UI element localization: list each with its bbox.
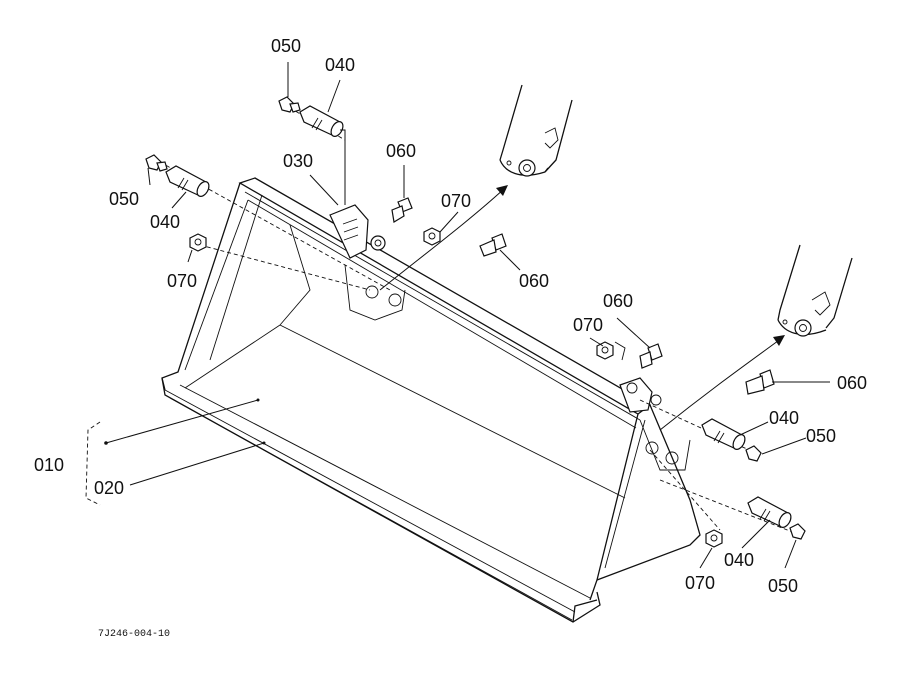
nut-070-right xyxy=(596,341,626,361)
label-070-mid: 070 xyxy=(441,191,471,211)
label-040-top: 040 xyxy=(325,55,355,75)
label-040-left: 040 xyxy=(150,212,180,232)
grease-fitting-050-right xyxy=(745,445,762,462)
nut-070-bottom xyxy=(705,529,723,548)
bolt-060-right xyxy=(639,343,663,369)
pin-040-left xyxy=(165,165,210,197)
label-010: 010 xyxy=(34,455,64,475)
label-070-right: 070 xyxy=(573,315,603,335)
bolt-060-far xyxy=(745,369,775,395)
grease-fitting-050-left xyxy=(145,154,168,172)
bucket xyxy=(161,177,701,623)
leader-lines xyxy=(85,62,830,569)
assembly-arrows xyxy=(379,185,785,431)
bolt-060-mid xyxy=(479,233,507,257)
label-050-left: 050 xyxy=(109,189,139,209)
label-070-left: 070 xyxy=(167,271,197,291)
right-loader-arm xyxy=(777,244,853,337)
label-070-bottom: 070 xyxy=(685,573,715,593)
pin-axis-lines xyxy=(159,107,801,536)
part-labels: 050 040 030 060 050 040 070 070 060 060 … xyxy=(34,36,867,640)
label-030: 030 xyxy=(283,151,313,171)
nut-070-mid xyxy=(423,227,441,246)
label-020: 020 xyxy=(94,478,124,498)
label-060-top: 060 xyxy=(386,141,416,161)
bolt-060-top xyxy=(391,197,413,223)
pin-040-right xyxy=(701,418,746,450)
label-050-top: 050 xyxy=(271,36,301,56)
label-040-right: 040 xyxy=(769,408,799,428)
grease-fitting-050-top xyxy=(278,96,301,113)
label-060-right: 060 xyxy=(603,291,633,311)
label-060-mid: 060 xyxy=(519,271,549,291)
label-050-bottom: 050 xyxy=(768,576,798,596)
label-040-bottom: 040 xyxy=(724,550,754,570)
grease-fitting-050-bottom xyxy=(789,523,806,540)
pin-040-bottom xyxy=(747,496,792,528)
label-060-far: 060 xyxy=(837,373,867,393)
drawing-code: 7J246-004-10 xyxy=(98,629,170,640)
pin-040-top xyxy=(299,105,344,137)
label-050-right: 050 xyxy=(806,426,836,446)
left-loader-arm xyxy=(499,84,573,177)
nut-070-left xyxy=(189,233,207,252)
